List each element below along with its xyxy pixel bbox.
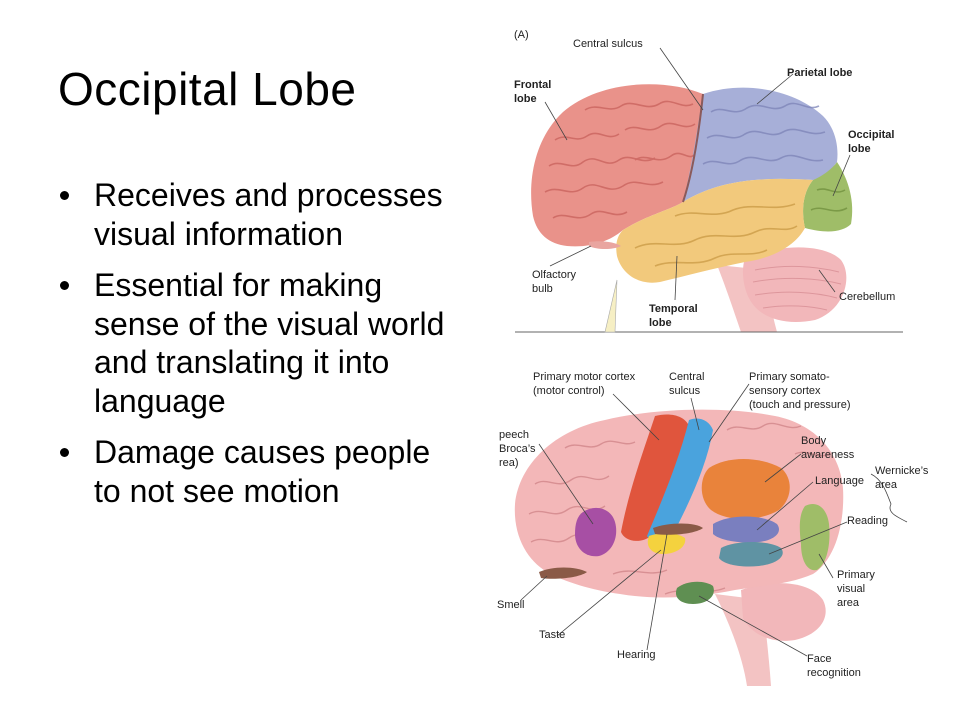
label-reading: Reading [847, 515, 888, 527]
brain-lobes-figure: (A) Central sulcus Parietal lobe Frontal… [513, 24, 903, 333]
olfactory-bulb [589, 241, 621, 249]
broca-area [575, 507, 617, 557]
label-visual: visual [837, 583, 865, 595]
label-face: Face [807, 653, 831, 665]
bullet-list: Receives and processes visual informatio… [56, 176, 456, 523]
language-area [713, 516, 779, 543]
bullet-item: Damage causes people to not see motion [56, 433, 456, 510]
label-bulb: bulb [532, 283, 553, 295]
label-central: Central [669, 371, 704, 383]
brain-functions-figure: Primary motor cortex (motor control) Cen… [495, 364, 935, 690]
label-cerebellum: Cerebellum [839, 291, 895, 303]
label-frontal: Frontal [514, 79, 551, 91]
label-olfactory: Olfactory [532, 269, 577, 281]
label-sensory-cortex: sensory cortex [749, 385, 821, 397]
label-wernicke: Wernicke’s [875, 465, 929, 477]
label-touch-pressure: (touch and pressure) [749, 399, 851, 411]
label-taste: Taste [539, 629, 565, 641]
smell-area [539, 567, 587, 579]
body-awareness-area [701, 459, 790, 519]
label-somato: Primary somato- [749, 371, 830, 383]
reading-area [719, 542, 783, 567]
cerebellum [742, 247, 847, 322]
label-frontal-lobe: lobe [514, 93, 537, 105]
label-primary-motor: Primary motor cortex [533, 371, 636, 383]
label-primary: Primary [837, 569, 875, 581]
label-wernicke-area: area [875, 479, 898, 491]
label-recognition: recognition [807, 667, 861, 679]
label-occipital-lobe: lobe [848, 143, 871, 155]
parietal-lobe [683, 87, 838, 202]
label-smell: Smell [497, 599, 525, 611]
label-body: Body [801, 435, 827, 447]
motor-cortex [621, 414, 689, 541]
bullet-item: Essential for making sense of the visual… [56, 266, 456, 420]
cerebellum [741, 583, 826, 641]
label-language: Language [815, 475, 864, 487]
label-occipital: Occipital [848, 129, 894, 141]
label-sulcus: sulcus [669, 385, 701, 397]
taste-area [647, 533, 686, 554]
label-central-sulcus: Central sulcus [573, 38, 643, 50]
label-temporal-lobe: lobe [649, 317, 672, 329]
label-parietal-lobe: Parietal lobe [787, 67, 852, 79]
label-speech: peech [499, 429, 529, 441]
label-area-paren: rea) [499, 457, 519, 469]
label-primary-motor-sub: (motor control) [533, 385, 605, 397]
temporal-lobe [616, 178, 813, 283]
face-recognition-area [675, 581, 714, 604]
somatosensory-cortex [647, 418, 713, 543]
bullet-item: Receives and processes visual informatio… [56, 176, 456, 253]
frontal-lobe [531, 84, 703, 247]
label-awareness: awareness [801, 449, 855, 461]
label-temporal: Temporal [649, 303, 698, 315]
panel-letter: (A) [514, 29, 529, 41]
label-hearing: Hearing [617, 649, 656, 661]
slide-title: Occipital Lobe [58, 63, 357, 115]
hearing-area [653, 523, 703, 535]
label-visual-area: area [837, 597, 860, 609]
visual-area [799, 504, 830, 571]
label-broca: Broca’s [499, 443, 536, 455]
